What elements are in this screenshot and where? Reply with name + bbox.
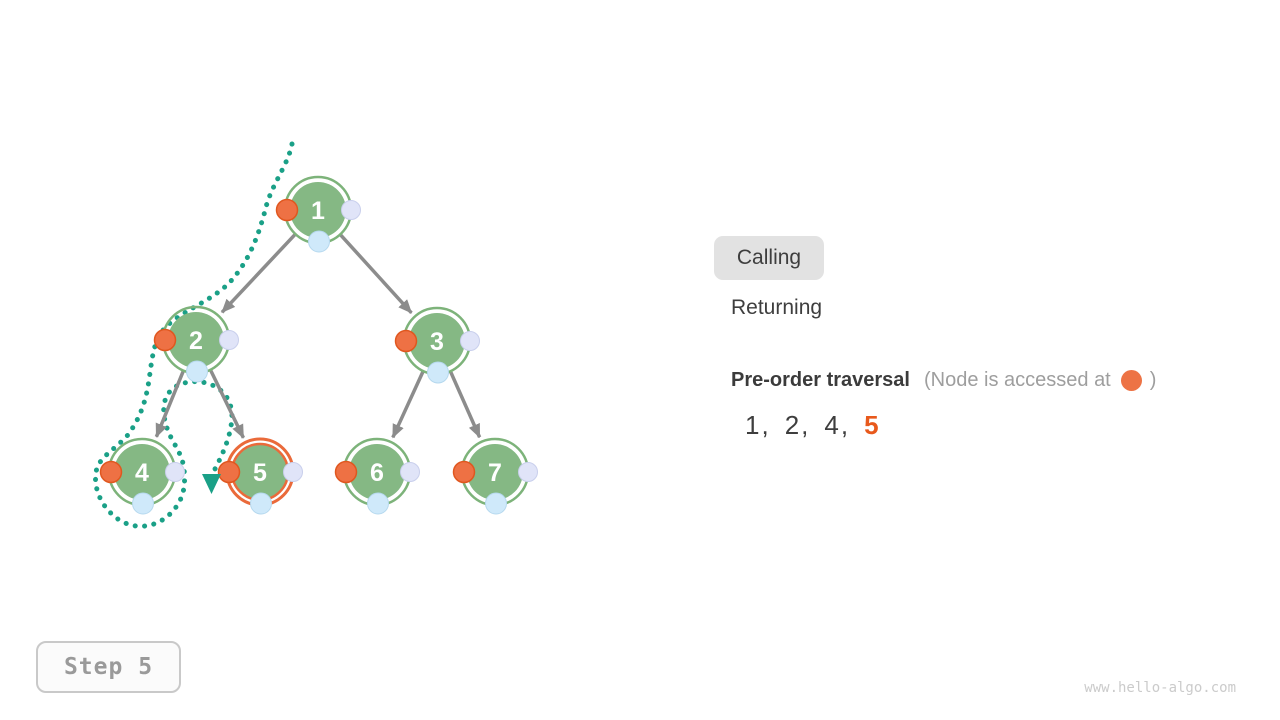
node-label: 7 [488,459,502,487]
node-right-dot-icon [460,331,480,351]
tree-edge-1-2 [220,233,297,314]
node-bottom-dot-icon [367,492,389,515]
node-right-dot-icon [341,200,361,220]
node-circle [114,444,170,500]
node-circle [349,444,405,500]
node-circle [290,182,346,238]
sequence-item: 1, [745,410,771,440]
node-circle [409,313,465,369]
sequence-item: 4, [824,410,851,440]
tree-edge-2-5 [209,369,245,439]
node-right-dot-icon [518,462,538,482]
tree-node-4: 4 [99,437,185,515]
tree-node-7: 7 [452,437,538,515]
watermark: www.hello-algo.com [1084,680,1236,696]
step-label: Step 5 [63,654,154,680]
tree-node-5: 5 [217,437,303,515]
node-access-dot-icon [217,460,241,484]
traversal-cursor-icon [202,474,221,494]
node-access-dot-icon [334,460,358,484]
step-indicator: Step 5 [36,641,181,693]
traversal-note-close: ) [1149,368,1157,391]
node-access-dot-icon [452,460,476,484]
node-access-dot-icon [153,328,177,352]
tree-edge-1-3 [339,233,413,315]
tree-edge-3-6 [391,371,425,439]
node-bottom-dot-icon [186,360,208,383]
traversal-sequence: 1, 2, 4, 5 [745,410,881,441]
legend-returning-label: Returning [731,296,823,319]
node-bottom-dot-icon [427,361,449,384]
node-right-dot-icon [219,330,239,350]
tree-node-1: 1 [275,175,361,253]
traversal-title: Pre-order traversal [731,368,910,391]
node-label: 5 [253,459,267,487]
node-bottom-dot-icon [308,230,330,253]
node-bottom-dot-icon [132,492,154,515]
node-right-dot-icon [400,462,420,482]
node-label: 3 [430,328,444,356]
node-right-dot-icon [283,462,303,482]
tree-edge-2-4 [154,370,185,438]
legend-returning[interactable]: Returning [731,296,822,320]
node-circle [168,312,224,368]
tree-node-2: 2 [153,305,239,383]
node-label: 1 [311,197,325,225]
legend-calling-label: Calling [736,246,802,269]
node-label: 6 [370,459,384,487]
tree-node-3: 3 [394,306,480,384]
node-bottom-dot-icon [485,492,507,515]
node-bottom-dot-icon [250,492,272,515]
sequence-current-item: 5 [864,410,881,440]
node-access-dot-icon [99,460,123,484]
node-access-dot-icon [275,198,299,222]
node-circle [467,444,523,500]
node-right-dot-icon [165,462,185,482]
binary-tree-diagram: 1 2 3 4 5 6 7 [93,141,538,529]
tree-edge-3-7 [449,371,482,439]
sequence-item: 2, [784,410,811,440]
traversal-note: (Node is accessed at [923,368,1111,391]
node-access-dot-icon [394,329,418,353]
node-label: 2 [189,327,203,355]
tree-node-6: 6 [334,437,420,515]
traversal-path [93,141,295,529]
traversal-title-line: Pre-order traversal (Node is accessed at… [731,367,1156,393]
access-marker-icon [1120,369,1142,391]
node-label: 4 [135,459,149,487]
legend-calling-badge[interactable]: Calling [714,236,824,280]
